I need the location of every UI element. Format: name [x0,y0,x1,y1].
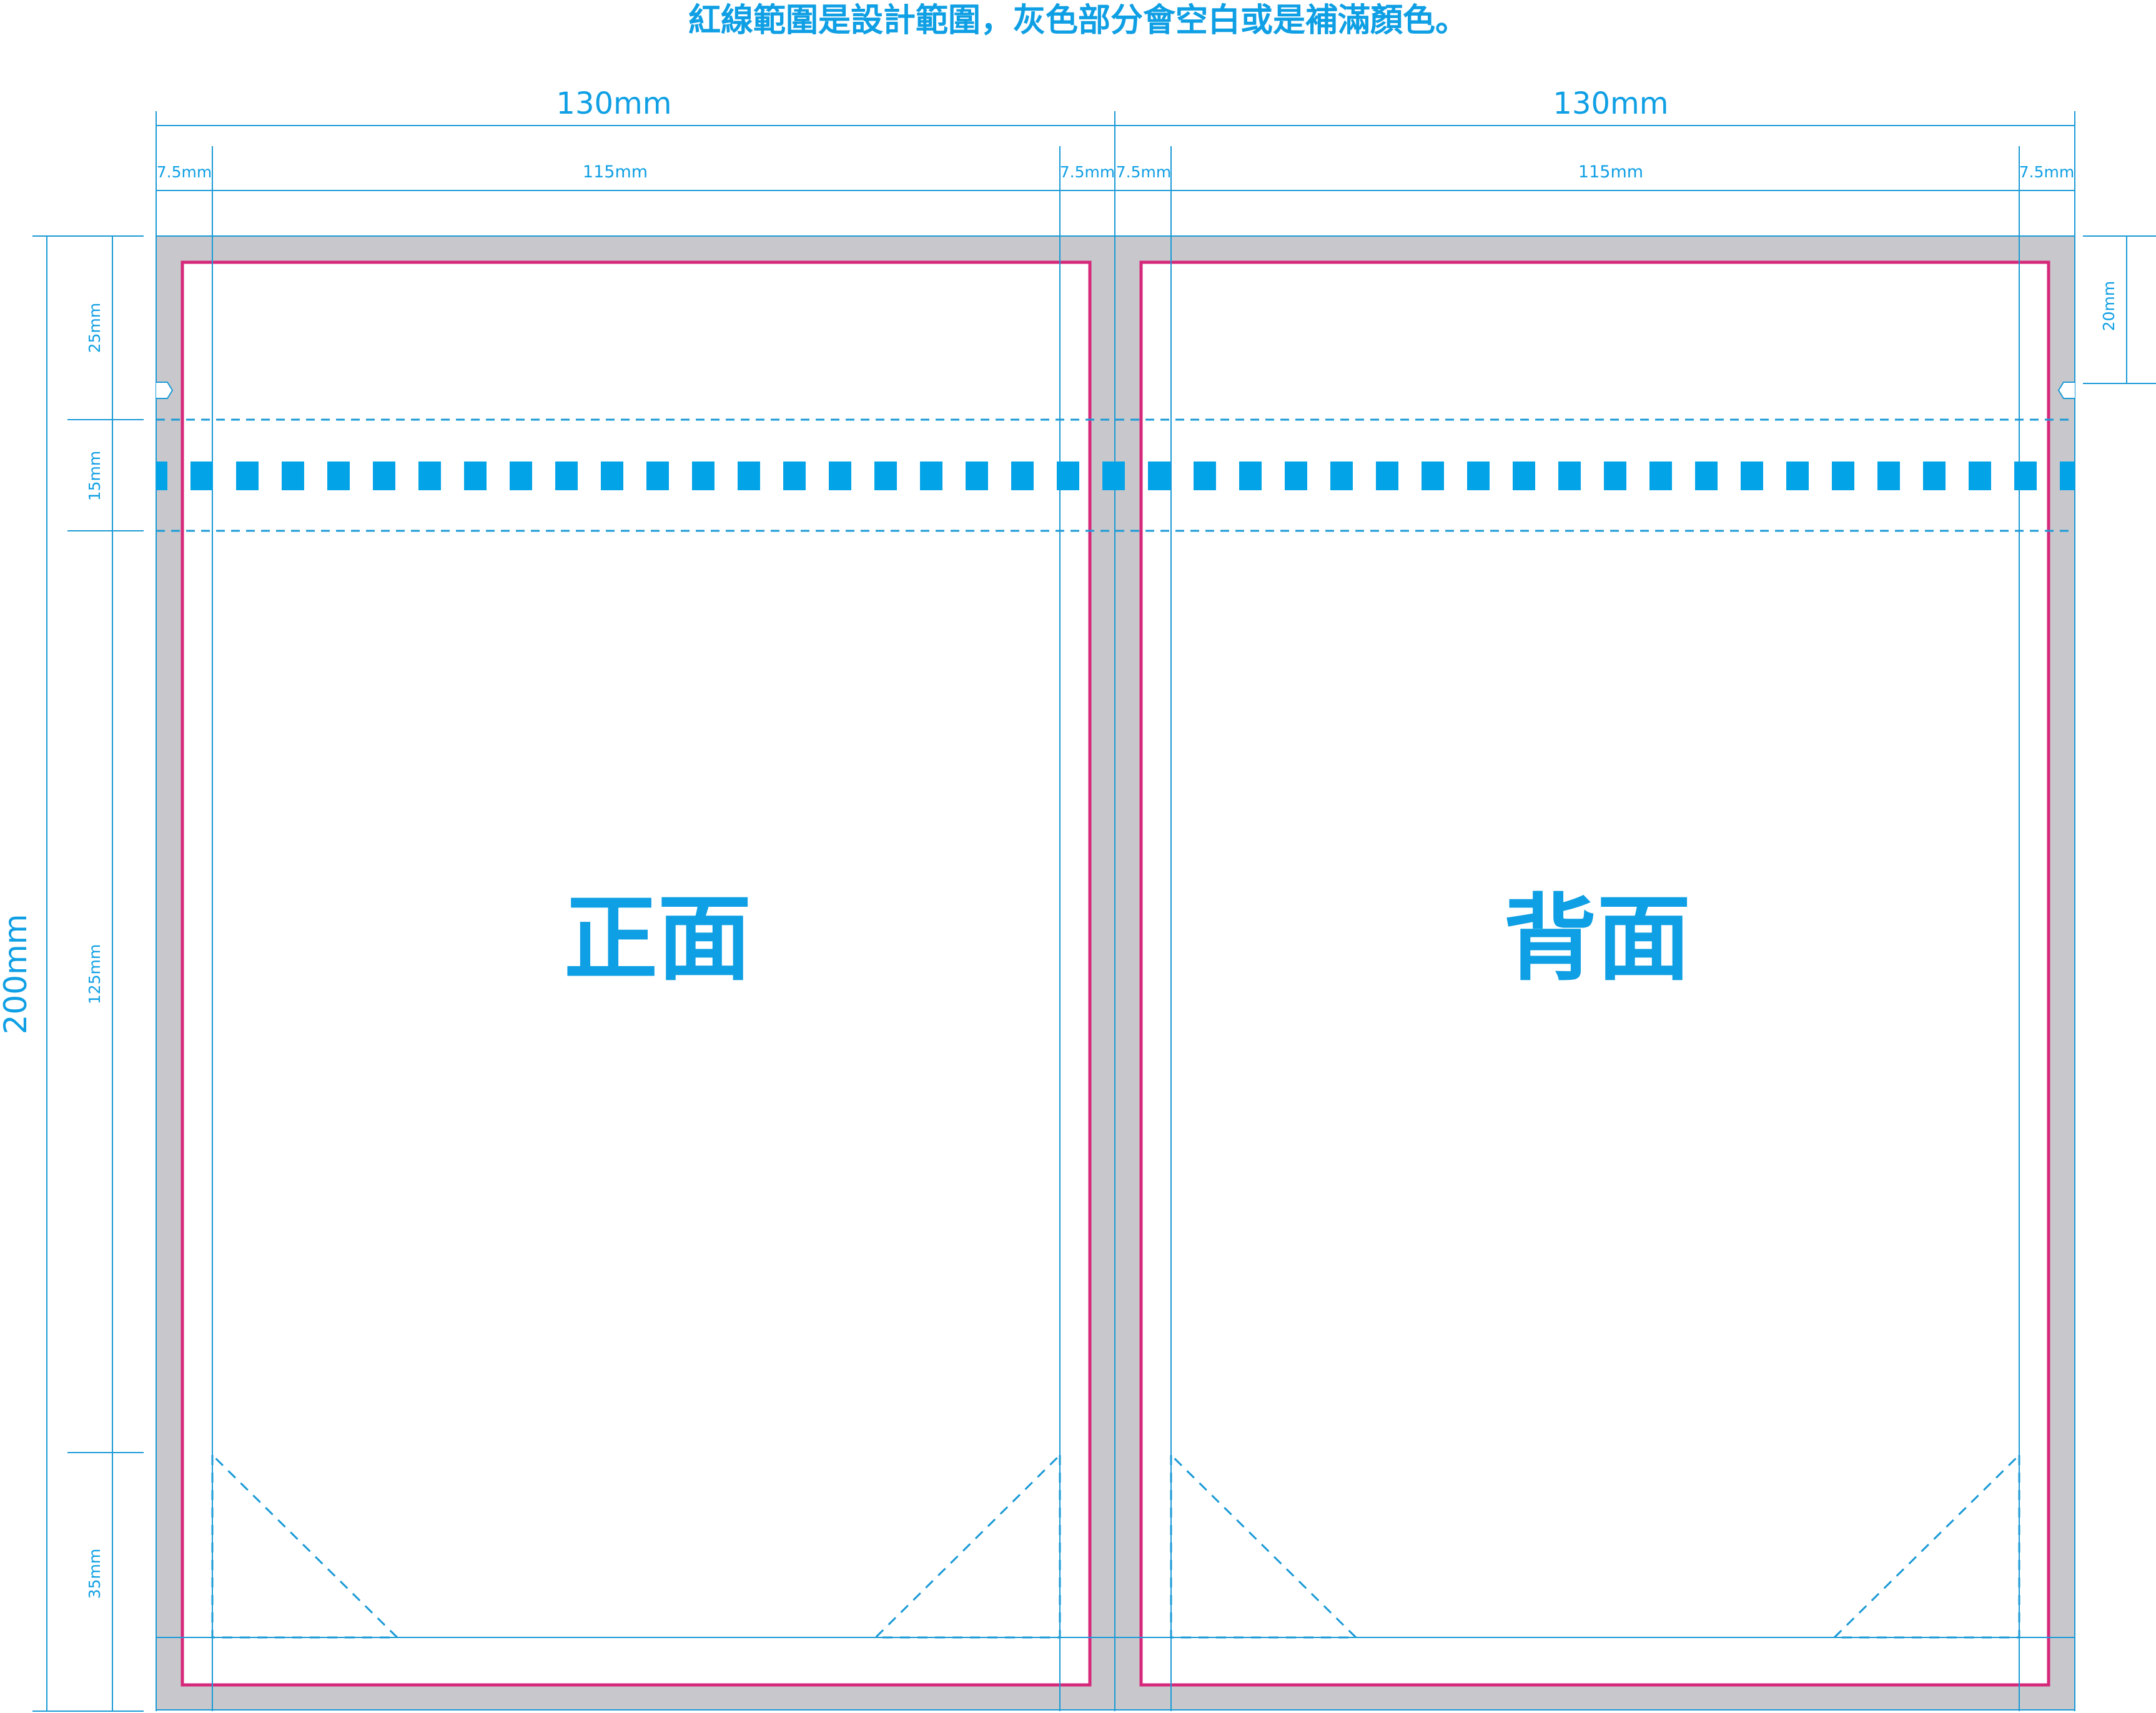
gusset-seal-front-left [211,1454,400,1639]
tear-notch-right [2057,382,2075,399]
dim-back-width: 130mm [1553,86,1668,121]
dim-front-width: 130mm [556,86,671,121]
front-design-area [180,260,1092,1687]
dim-back-inner: 115mm [1578,162,1643,182]
dim-front-left-margin: 7.5mm [157,163,212,181]
dim-total-height: 200mm [0,914,34,1035]
dim-top-section: 25mm [86,303,104,353]
dim-back-left-margin: 7.5mm [1116,163,1171,181]
dim-bottom-section: 35mm [86,1549,104,1599]
tear-notch-left [156,382,174,399]
gusset-seal-back-right [1832,1454,2020,1639]
dim-front-right-margin: 7.5mm [1060,163,1115,181]
back-panel-label: 背面 [1503,885,1691,994]
header-note: 紅線範圍是設計範圍，灰色部分會空白或是補滿顏色。 [688,2,1468,39]
gusset-seal-front-right [873,1454,1061,1639]
front-panel-label: 正面 [564,885,751,994]
gusset-seal-back-left [1170,1454,1358,1639]
dim-back-right-margin: 7.5mm [2019,163,2074,181]
dim-zipper-section: 15mm [86,451,104,501]
dim-body-section: 125mm [86,944,104,1004]
dim-front-inner: 115mm [583,162,648,182]
dim-notch-offset: 20mm [2100,281,2118,332]
back-design-area [1139,260,2050,1687]
